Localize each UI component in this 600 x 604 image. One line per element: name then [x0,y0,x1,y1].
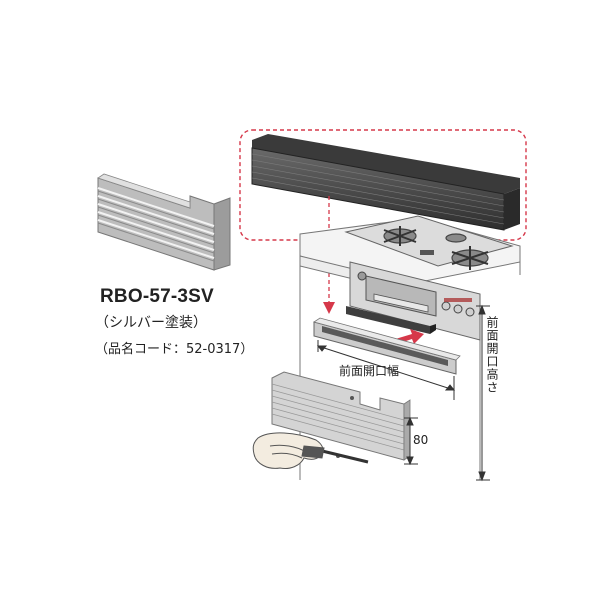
product-model-name: RBO-57-3SV [100,286,214,307]
product-code-label: （品名コード：52-0317） [95,342,254,357]
hand-with-screwdriver-illustration [252,432,369,469]
panel-inserted-illustration [346,306,436,334]
silver-panel-sample-illustration [97,173,231,271]
dark-panel-illustration [251,134,520,231]
install-direction-arrow [323,196,335,314]
front-opening-height-label: 前面開口高さ [485,316,499,394]
depth-value-label: 80 [413,433,429,447]
front-opening-width-label: 前面開口幅 [339,364,400,378]
product-finish-label: （シルバー塗装） [95,315,207,331]
silver-panel-middle-illustration [313,317,461,375]
height-dimension-line [476,304,490,482]
depth-dimension-line [404,416,418,466]
width-dimension-line [316,340,456,400]
gas-stove-illustration [344,215,514,341]
highlight-dashed-outline [239,129,527,241]
lower-silver-panel-illustration [271,371,411,461]
